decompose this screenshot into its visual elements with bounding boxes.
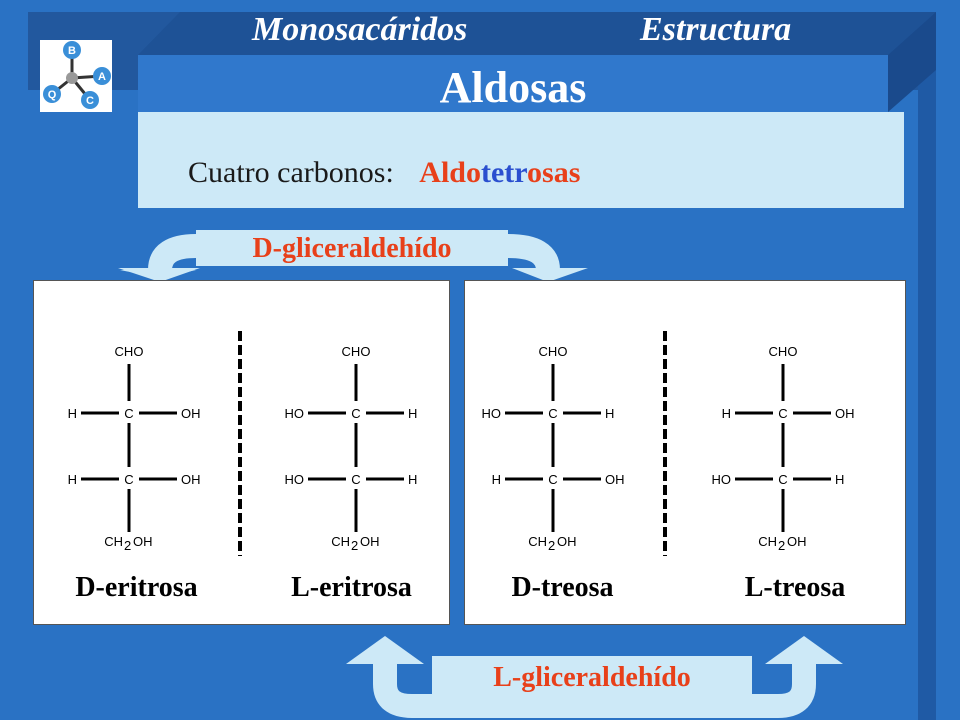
molecule-name-d-treosa: D-treosa xyxy=(511,572,614,603)
carbon-4-ch: CH xyxy=(104,534,123,549)
carbon-2: C xyxy=(124,406,133,421)
carbon-4-oh: OH xyxy=(787,534,807,549)
carbon-1-cho: CHO xyxy=(769,344,798,359)
carbon-2: C xyxy=(778,406,787,421)
keyword-part-osas: osas xyxy=(527,156,581,189)
carbon-4-subscript: 2 xyxy=(778,538,785,553)
carbon-4-ch: CH xyxy=(758,534,777,549)
header-right: Estructura xyxy=(640,11,792,48)
molecule-logo-icon: B A C Q xyxy=(40,40,112,112)
logo-letter-b: B xyxy=(68,45,76,57)
carbon-4-oh: OH xyxy=(133,534,153,549)
carbon-4-ch: CH xyxy=(528,534,547,549)
carbon-3-left-group: HO xyxy=(285,472,305,487)
carbon-4-subscript: 2 xyxy=(548,538,555,553)
keyword-part-aldo: Aldo xyxy=(419,156,481,189)
subtitle: Cuatro carbonos: Aldotetrosas xyxy=(188,158,580,188)
carbon-3-left-group: H xyxy=(68,472,77,487)
carbon-3-left-group: H xyxy=(492,472,501,487)
carbon-4-subscript: 2 xyxy=(351,538,358,553)
title-top-face xyxy=(138,12,936,55)
carbon-1-cho: CHO xyxy=(115,344,144,359)
header-left: Monosacáridos xyxy=(252,11,468,48)
carbon-3: C xyxy=(124,472,133,487)
top-arrow-label-box xyxy=(196,230,508,266)
carbon-2-right-group: H xyxy=(408,406,417,421)
carbon-2-left-group: H xyxy=(68,406,77,421)
logo-letter-q: Q xyxy=(48,89,57,101)
page-title: Aldosas xyxy=(439,63,587,112)
bottom-arrow-right-head xyxy=(765,636,843,664)
carbon-2: C xyxy=(351,406,360,421)
carbon-2-right-group: H xyxy=(605,406,614,421)
carbon-2-left-group: HO xyxy=(482,406,502,421)
title-side-face xyxy=(888,12,936,112)
carbon-3-left-group: HO xyxy=(712,472,732,487)
content-box xyxy=(138,112,904,208)
subtitle-lead: Cuatro carbonos: xyxy=(188,156,394,189)
logo-letter-c: C xyxy=(86,95,94,107)
carbon-2: C xyxy=(548,406,557,421)
carbon-3-right-group: OH xyxy=(605,472,625,487)
carbon-4-ch: CH xyxy=(331,534,350,549)
molecule-name-l-eritrosa: L-eritrosa xyxy=(291,572,412,603)
bottom-arrow-label: L-gliceraldehído xyxy=(493,662,691,693)
keyword-part-tetr: tetr xyxy=(480,156,528,189)
logo-letter-a: A xyxy=(98,71,106,83)
top-arrow-right-head xyxy=(512,268,588,282)
carbon-2-right-group: OH xyxy=(181,406,201,421)
carbon-1-cho: CHO xyxy=(342,344,371,359)
bottom-arrow-label-box xyxy=(432,656,752,696)
carbon-3: C xyxy=(778,472,787,487)
carbon-3: C xyxy=(351,472,360,487)
carbon-3-right-group: H xyxy=(408,472,417,487)
carbon-3-right-group: OH xyxy=(181,472,201,487)
carbon-4-oh: OH xyxy=(557,534,577,549)
title-bar xyxy=(138,55,888,112)
bottom-arrow-left-head xyxy=(346,636,424,664)
carbon-4-subscript: 2 xyxy=(124,538,131,553)
carbon-2-left-group: HO xyxy=(285,406,305,421)
carbon-3-right-group: H xyxy=(835,472,844,487)
carbon-4-oh: OH xyxy=(360,534,380,549)
carbon-2-right-group: OH xyxy=(835,406,855,421)
molecule-name-d-eritrosa: D-eritrosa xyxy=(75,572,198,603)
carbon-1-cho: CHO xyxy=(539,344,568,359)
right-bevel xyxy=(918,12,936,720)
top-arrow-label: D-gliceraldehído xyxy=(252,233,452,264)
molecule-name-l-treosa: L-treosa xyxy=(744,572,846,603)
carbon-2-left-group: H xyxy=(722,406,731,421)
subtitle-keyword: Aldotetrosas xyxy=(419,156,580,189)
carbon-3: C xyxy=(548,472,557,487)
